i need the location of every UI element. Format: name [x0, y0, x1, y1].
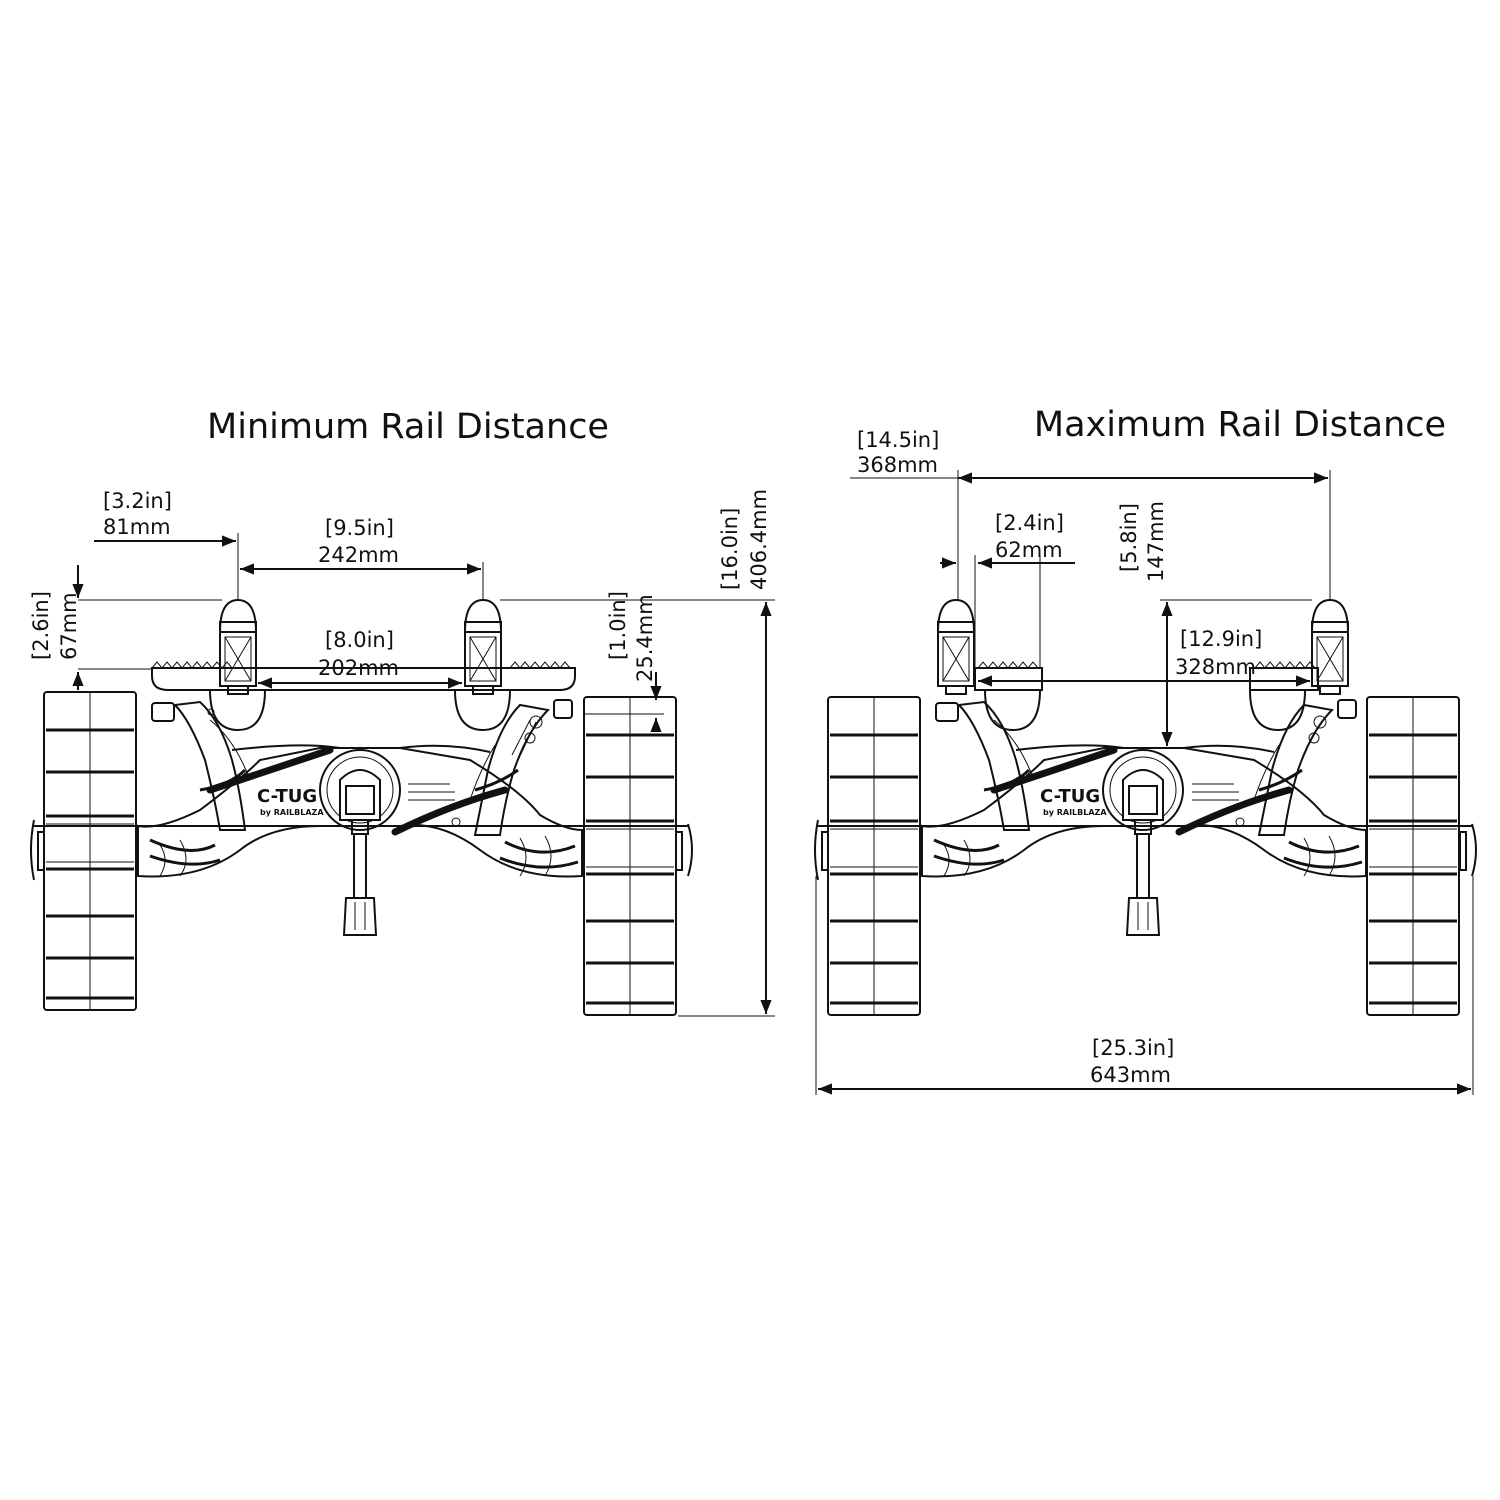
dim-3-2in: [3.2in] 81mm — [94, 489, 239, 600]
svg-text:[9.5in]: [9.5in] — [325, 516, 394, 540]
right-wheel — [582, 695, 678, 1017]
svg-text:147mm: 147mm — [1144, 501, 1168, 582]
svg-text:[12.9in]: [12.9in] — [1180, 627, 1262, 651]
right-wheel — [1365, 695, 1461, 1017]
svg-text:[2.4in]: [2.4in] — [995, 511, 1064, 535]
dim-25-3in: [25.3in] 643mm — [815, 876, 1474, 1095]
logo-sub: by RAILBLAZA — [1043, 808, 1107, 817]
svg-text:406.4mm: 406.4mm — [747, 489, 771, 590]
left-wheel — [42, 690, 138, 1012]
svg-text:[2.6in]: [2.6in] — [29, 591, 53, 660]
svg-text:[25.3in]: [25.3in] — [1092, 1036, 1174, 1060]
logo-sub: by RAILBLAZA — [260, 808, 324, 817]
svg-text:368mm: 368mm — [857, 453, 938, 477]
svg-text:[16.0in]: [16.0in] — [718, 508, 742, 590]
dim-12-9in: [12.9in] 328mm — [978, 627, 1310, 687]
right-rail-clamp — [1311, 599, 1349, 695]
svg-text:[8.0in]: [8.0in] — [325, 628, 394, 652]
dim-5-8in: [5.8in] 147mm — [1117, 501, 1312, 746]
svg-text:202mm: 202mm — [318, 656, 399, 680]
left-wheel — [826, 695, 922, 1017]
dim-8-0in: [8.0in] 202mm — [258, 628, 462, 689]
svg-text:[5.8in]: [5.8in] — [1117, 503, 1141, 572]
svg-text:328mm: 328mm — [1175, 655, 1256, 679]
center-hub — [1102, 749, 1184, 936]
svg-text:62mm: 62mm — [995, 538, 1063, 562]
svg-text:242mm: 242mm — [318, 543, 399, 567]
right-rail-clamp — [464, 599, 502, 695]
svg-text:25.4mm: 25.4mm — [633, 594, 657, 682]
dim-9-5in: [9.5in] 242mm — [240, 516, 484, 600]
svg-text:81mm: 81mm — [103, 515, 171, 539]
left-rail-clamp — [219, 599, 257, 695]
dim-14-5in: [14.5in] 368mm — [850, 428, 1331, 600]
svg-text:[1.0in]: [1.0in] — [606, 591, 630, 660]
center-hub — [319, 749, 401, 936]
svg-text:[3.2in]: [3.2in] — [103, 489, 172, 513]
svg-text:643mm: 643mm — [1090, 1063, 1171, 1087]
svg-text:[14.5in]: [14.5in] — [857, 428, 939, 452]
dim-16-0in: [16.0in] 406.4mm — [500, 489, 775, 1017]
logo-text: C-TUG — [1040, 786, 1100, 807]
min-rail-distance-view: Minimum Rail Distance — [29, 407, 775, 1017]
logo-text: C-TUG — [257, 786, 317, 807]
min-title: Minimum Rail Distance — [207, 407, 609, 447]
svg-text:67mm: 67mm — [57, 592, 81, 660]
dim-1-0in: [1.0in] 25.4mm — [584, 591, 664, 732]
dim-2-6in: [2.6in] 67mm — [29, 565, 222, 690]
max-title: Maximum Rail Distance — [1034, 405, 1446, 445]
max-rail-distance-view: Maximum Rail Distance — [814, 405, 1477, 1095]
left-rail-clamp — [937, 599, 975, 695]
dim-2-4in: [2.4in] 62mm — [940, 511, 1075, 668]
